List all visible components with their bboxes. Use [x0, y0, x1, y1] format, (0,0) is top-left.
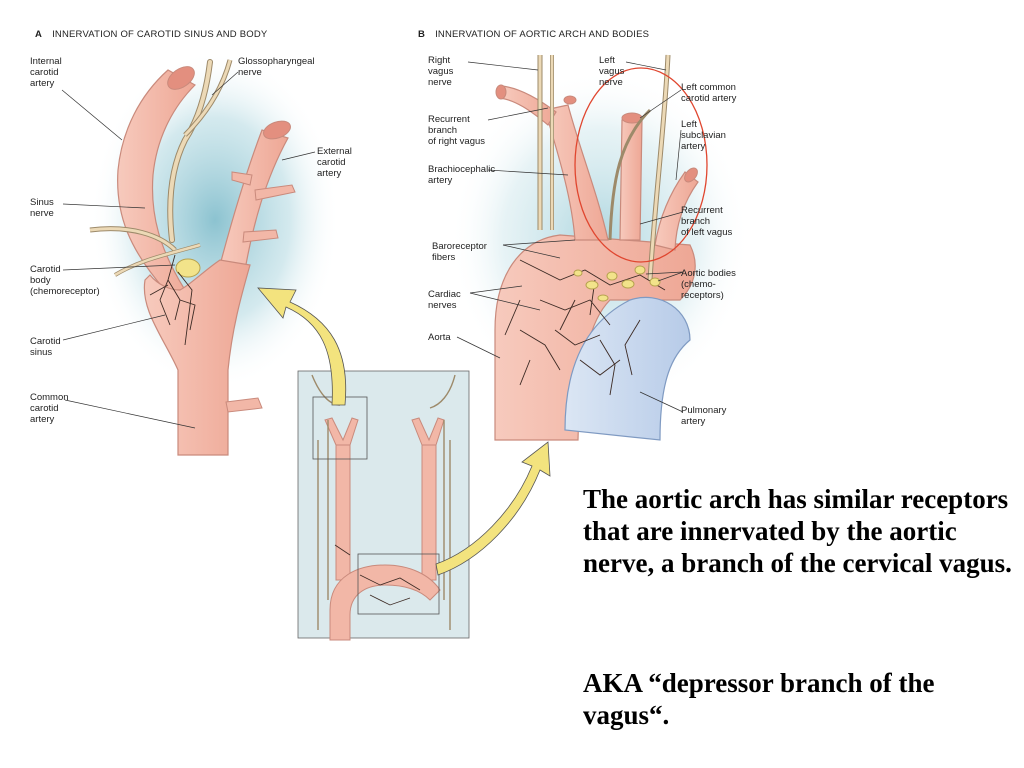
external-carotid-branch — [231, 171, 253, 186]
label-recurrent-branch-left-vagus: Recurrent branch of left vagus — [681, 205, 733, 238]
inset-plexus — [334, 544, 421, 606]
carotid-sinus-nerve-fibers — [149, 254, 196, 346]
inset-frame — [297, 370, 470, 639]
left-subclavian-artery — [654, 171, 699, 251]
inset-left-carotid — [421, 439, 437, 581]
inset-left-bifurcation — [411, 417, 445, 446]
panel-a-title-text: INNERVATION OF CAROTID SINUS AND BODY — [52, 29, 268, 40]
caption-paragraph-1: The aortic arch has similar receptors th… — [583, 484, 1012, 578]
inset-right-carotid — [335, 439, 351, 581]
panel-a-title: A INNERVATION OF CAROTID SINUS AND BODY — [35, 29, 267, 40]
common-carotid-branch — [225, 397, 263, 413]
label-glossopharyngeal-nerve: Glossopharyngeal nerve — [238, 56, 315, 78]
label-right-vagus-nerve: Right vagus nerve — [428, 55, 454, 88]
label-recurrent-branch-right-vagus: Recurrent branch of right vagus — [428, 114, 486, 147]
overview-inset — [297, 370, 470, 641]
label-sinus-nerve: Sinus nerve — [30, 197, 54, 219]
panel-b-title: B INNERVATION OF AORTIC ARCH AND BODIES — [418, 29, 649, 40]
label-baroreceptor-fibers: Baroreceptor fibers — [432, 241, 487, 263]
label-left-vagus-nerve: Left vagus nerve — [599, 55, 625, 88]
aortic-bodies — [573, 265, 661, 302]
label-carotid-body: Carotid body (chemoreceptor) — [30, 264, 100, 297]
brachiocephalic-artery — [544, 104, 609, 241]
external-carotid-branch — [254, 184, 296, 201]
panel-a-letter: A — [35, 29, 43, 40]
glossopharyngeal-nerve-fill — [168, 60, 212, 242]
inset-right-bifurcation — [324, 417, 359, 446]
glossopharyngeal-nerve-upper-fill — [183, 59, 232, 137]
external-carotid-branch — [242, 229, 279, 243]
label-cardiac-nerves: Cardiac nerves — [428, 289, 461, 311]
highlight-circle — [574, 67, 708, 263]
left-vagus-nerve-fill — [648, 54, 670, 281]
brachiocephalic-opening — [563, 95, 577, 105]
label-aortic-bodies: Aortic bodies (chemo- receptors) — [681, 268, 736, 301]
inset-zoom-box-aortic — [357, 553, 440, 615]
inset-nerves — [311, 374, 456, 630]
external-carotid-opening — [263, 120, 291, 140]
panel-b-letter: B — [418, 29, 426, 40]
left-recurrent-branch — [608, 108, 652, 241]
sinus-nerve-fill — [89, 227, 177, 252]
caption-paragraph-2: AKA “depressor branch of the vagus“. — [583, 668, 935, 730]
label-common-carotid-artery: Common carotid artery — [30, 392, 69, 425]
cardiac-nerve-plexus — [504, 259, 666, 396]
vagus-branch-a-fill — [114, 243, 201, 277]
label-pulmonary-artery: Pulmonary artery — [681, 405, 727, 427]
label-external-carotid-artery: External carotid artery — [317, 146, 352, 179]
internal-carotid-opening — [167, 66, 195, 90]
arrow-to-panel-b — [435, 441, 551, 576]
label-left-common-carotid-artery: Left common carotid artery — [681, 82, 737, 104]
carotid-body — [175, 258, 201, 278]
label-carotid-sinus: Carotid sinus — [30, 336, 61, 358]
label-brachiocephalic-artery: Brachiocephalic artery — [428, 164, 496, 186]
label-internal-carotid-artery: Internal carotid artery — [30, 56, 62, 89]
arrow-to-panel-a — [257, 287, 347, 406]
panel-b-title-text: INNERVATION OF AORTIC ARCH AND BODIES — [435, 29, 650, 40]
pulmonary-artery — [564, 296, 691, 441]
left-subclavian-opening — [684, 167, 698, 183]
panel-b-illustration — [450, 54, 750, 441]
right-subclavian-opening — [495, 84, 507, 100]
leader-lines — [61, 61, 684, 429]
common-carotid-artery — [143, 259, 251, 456]
inset-aortic-arch — [329, 564, 441, 641]
label-left-subclavian-artery: Left subclavian artery — [681, 119, 726, 152]
label-aorta: Aorta — [428, 332, 451, 343]
